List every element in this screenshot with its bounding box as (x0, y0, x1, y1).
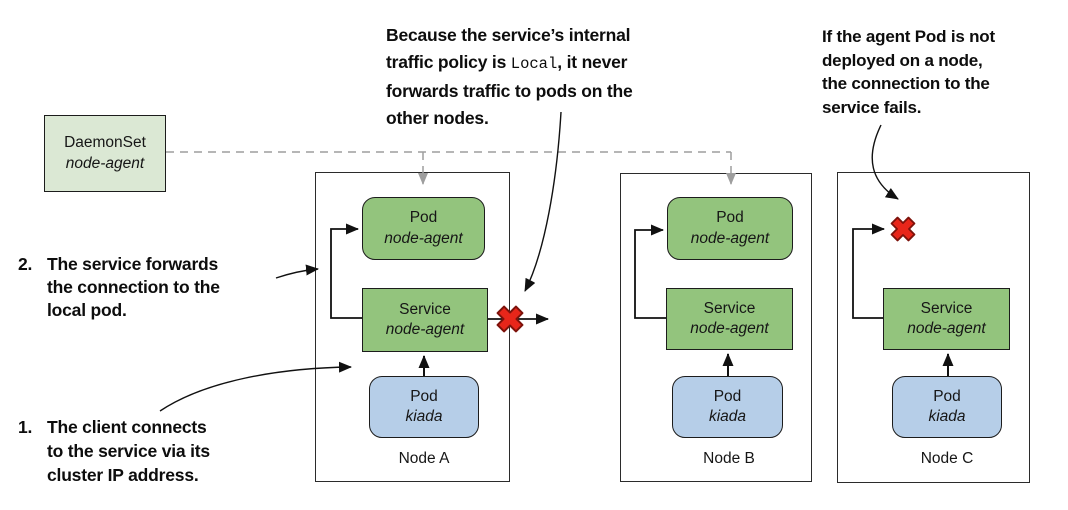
daemonset-type-label: DaemonSet (64, 134, 146, 152)
node-a-kiada-pod-box: Pod kiada (369, 376, 479, 438)
pod-type-label: Pod (716, 209, 744, 227)
service-type-label: Service (920, 299, 973, 317)
annotation-line: local pod. (47, 300, 127, 320)
service-name-label: node-agent (690, 320, 769, 337)
annotation-line: The client connects (47, 417, 207, 437)
daemonset-name-label: node-agent (65, 154, 145, 172)
node-b-kiada-pod-box: Pod kiada (672, 376, 783, 438)
traffic-policy-annotation: Because the service’s internal traffic p… (386, 22, 726, 132)
annotation-line: forwards traffic to pods on the (386, 81, 633, 101)
node-b-agent-pod-box: Pod node-agent (667, 197, 793, 260)
service-type-label: Service (703, 299, 756, 317)
step-number: 2. (18, 254, 33, 274)
node-a-agent-pod-box: Pod node-agent (362, 197, 485, 260)
service-name-label: node-agent (907, 320, 986, 337)
annotation-line: to the service via its (47, 441, 210, 461)
annotation-line: cluster IP address. (47, 465, 199, 485)
node-a-service-box: Service node-agent (362, 288, 488, 352)
node-b-label: Node B (703, 450, 755, 467)
annotation-line: other nodes. (386, 108, 489, 128)
pod-type-label: Pod (933, 387, 961, 405)
pod-name-label: node-agent (384, 229, 463, 247)
pod-name-label: kiada (928, 408, 966, 425)
node-c-service-box: Service node-agent (883, 288, 1010, 350)
pod-name-label: kiada (708, 408, 747, 425)
service-type-label: Service (399, 300, 451, 318)
annotation-line: If the agent Pod is not (822, 27, 995, 46)
pod-name-label: node-agent (690, 229, 770, 247)
step2-annotation: 2. The service forwards the connection t… (18, 253, 288, 322)
annotation-line: deployed on a node, (822, 50, 983, 70)
annotation-line: service fails. (822, 97, 922, 117)
node-c-label: Node C (920, 450, 974, 467)
annotation-line: Because the service’s internal (386, 25, 631, 45)
annotation-line: the connection to the (47, 277, 220, 297)
annotation-line: traffic policy is Local, it never (386, 52, 628, 73)
daemonset-box: DaemonSet node-agent (44, 115, 166, 192)
service-name-label: node-agent (385, 321, 465, 338)
step-number: 1. (18, 417, 33, 437)
inline-code: Local (510, 55, 558, 73)
annotation-line: the connection to the (822, 74, 990, 93)
pod-name-label: kiada (405, 408, 443, 425)
pod-type-label: Pod (713, 387, 742, 405)
step1-annotation: 1. The client connects to the service vi… (18, 415, 288, 487)
node-b-service-box: Service node-agent (666, 288, 793, 350)
annotation-line: The service forwards (47, 254, 219, 274)
step-text: The service forwards the connection to t… (47, 253, 220, 322)
node-a-label: Node A (398, 450, 450, 467)
agent-missing-annotation: If the agent Pod is not deployed on a no… (822, 25, 1068, 119)
traffic-policy-pointer-line (524, 111, 562, 292)
node-c-kiada-pod-box: Pod kiada (892, 376, 1002, 438)
step-text: The client connects to the service via i… (47, 415, 210, 487)
pod-type-label: Pod (410, 387, 438, 405)
pod-type-label: Pod (409, 209, 438, 227)
